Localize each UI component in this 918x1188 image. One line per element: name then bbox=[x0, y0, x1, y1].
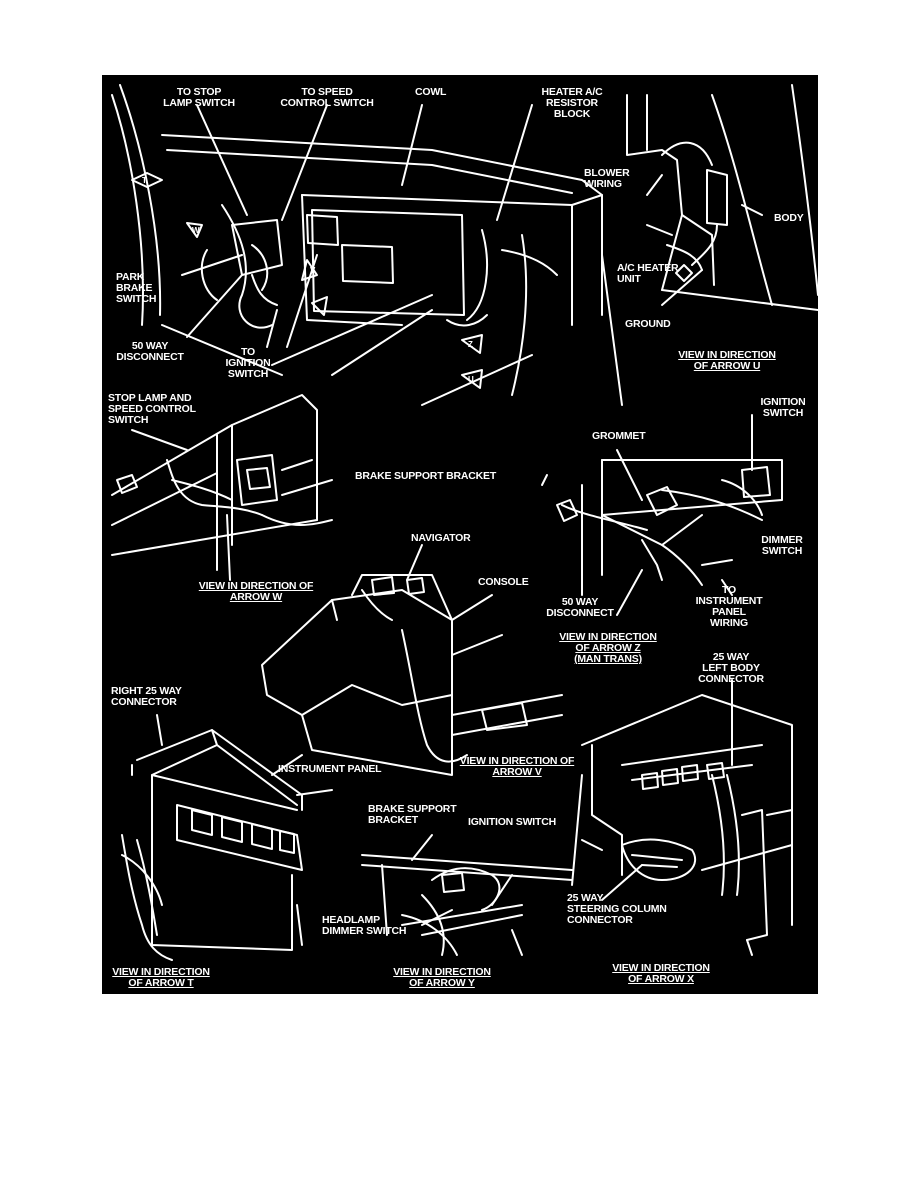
arrow-marker-u: U bbox=[468, 375, 474, 384]
arrow-marker-t: T bbox=[142, 176, 147, 185]
label-ground: GROUND bbox=[625, 318, 671, 330]
label-stop-lamp-speed-control-switch: STOP LAMP AND SPEED CONTROL SWITCH bbox=[108, 392, 196, 426]
view-x-drawing bbox=[571, 679, 793, 956]
caption-view-arrow-x: VIEW IN DIRECTION OF ARROW X bbox=[612, 962, 710, 985]
view-t-drawing bbox=[121, 714, 333, 961]
label-to-ignition-switch: TO IGNITION SWITCH bbox=[225, 346, 271, 380]
arrow-marker-v: V bbox=[310, 266, 316, 275]
label-body: BODY bbox=[774, 212, 804, 224]
label-to-stop-lamp-switch: TO STOP LAMP SWITCH bbox=[163, 86, 235, 109]
view-u-drawing bbox=[626, 84, 818, 311]
label-instrument-panel: INSTRUMENT PANEL bbox=[278, 763, 382, 775]
wiring-diagram-panel: TO STOP LAMP SWITCH TO SPEED CONTROL SWI… bbox=[102, 75, 818, 994]
caption-view-arrow-y: VIEW IN DIRECTION OF ARROW Y bbox=[393, 966, 491, 989]
label-headlamp-dimmer-switch: HEADLAMP DIMMER SWITCH bbox=[322, 914, 407, 937]
label-console: CONSOLE bbox=[478, 576, 529, 588]
view-y-drawing bbox=[361, 834, 573, 956]
label-blower-wiring: BLOWER WIRING bbox=[584, 167, 630, 190]
arrow-marker-w: W bbox=[192, 226, 200, 235]
label-brake-support-bracket: BRAKE SUPPORT BRACKET bbox=[355, 470, 497, 482]
label-50-way-disconnect-z: 50 WAY DISCONNECT bbox=[546, 596, 614, 619]
label-25-way-steering-column-connector: 25 WAY STEERING COLUMN CONNECTOR bbox=[567, 892, 667, 926]
dash-overview-drawing bbox=[111, 84, 623, 406]
label-right-25-way-connector: RIGHT 25 WAY CONNECTOR bbox=[111, 685, 182, 708]
label-ignition-switch-z: IGNITION SWITCH bbox=[760, 396, 806, 419]
caption-view-arrow-t: VIEW IN DIRECTION OF ARROW T bbox=[112, 966, 210, 989]
label-park-brake-switch: PARK BRAKE SWITCH bbox=[116, 271, 157, 305]
view-w-drawing bbox=[111, 394, 333, 581]
label-navigator: NAVIGATOR bbox=[411, 532, 471, 544]
label-dimmer-switch: DIMMER SWITCH bbox=[761, 534, 803, 557]
label-grommet: GROMMET bbox=[592, 430, 646, 442]
label-50-way-disconnect: 50 WAY DISCONNECT bbox=[116, 340, 184, 363]
label-ac-heater-unit: A/C HEATER UNIT bbox=[617, 262, 679, 285]
label-cowl: COWL bbox=[415, 86, 447, 98]
label-ignition-switch-y: IGNITION SWITCH bbox=[468, 816, 556, 828]
view-z-drawing bbox=[541, 414, 783, 616]
caption-view-arrow-w: VIEW IN DIRECTION OF ARROW W bbox=[198, 580, 314, 603]
arrow-marker-z: Z bbox=[468, 340, 473, 349]
view-v-drawing bbox=[261, 544, 563, 776]
wiring-line-art bbox=[111, 84, 818, 961]
label-to-speed-control-switch: TO SPEED CONTROL SWITCH bbox=[280, 86, 374, 109]
caption-view-arrow-v: VIEW IN DIRECTION OF ARROW V bbox=[459, 755, 575, 778]
label-heater-ac-resistor-block: HEATER A/C RESISTOR BLOCK bbox=[541, 86, 603, 120]
label-brake-support-bracket-y: BRAKE SUPPORT BRACKET bbox=[368, 803, 457, 826]
label-25-way-left-body-connector: 25 WAY LEFT BODY CONNECTOR bbox=[698, 651, 764, 685]
caption-view-arrow-u: VIEW IN DIRECTION OF ARROW U bbox=[678, 349, 776, 372]
caption-view-arrow-z: VIEW IN DIRECTION OF ARROW Z (MAN TRANS) bbox=[559, 631, 657, 665]
label-to-instrument-panel-wiring: TO INSTRUMENT PANEL WIRING bbox=[695, 584, 763, 629]
